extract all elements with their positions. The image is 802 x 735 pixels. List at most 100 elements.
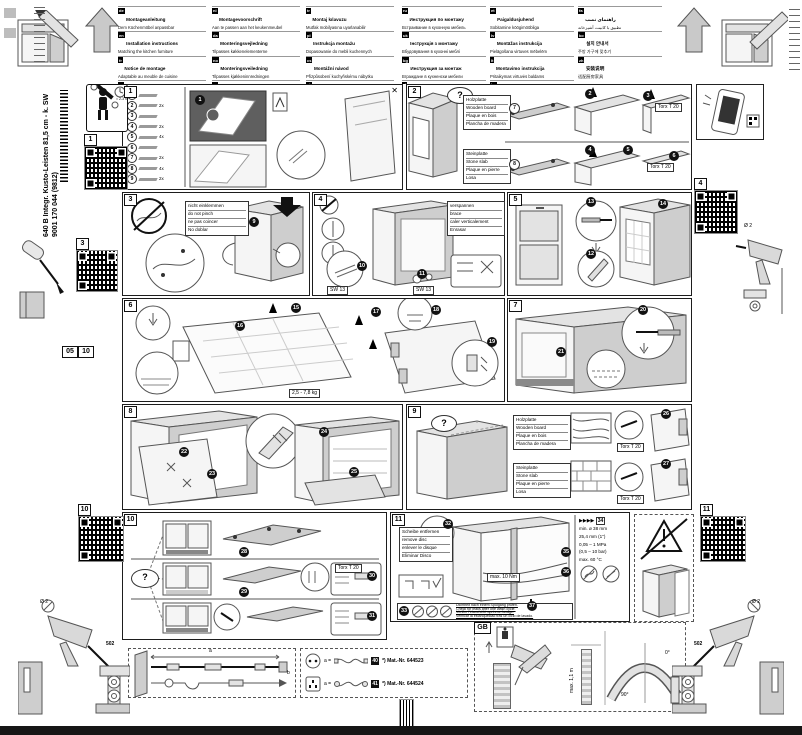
language-code-badge: no [212,57,219,64]
length-label: a = [324,680,332,687]
page-bottom-bar [0,726,802,735]
language-code-badge: lv [490,32,496,39]
legend-title: راهنمای نصب [585,16,616,22]
curved-hose-illustration [606,643,682,704]
sheet-index-chip: 05 [62,346,78,358]
language-code-badge: tr [306,7,311,14]
legend-title: Інструкція з монтажу [410,41,458,47]
language-code-badge: uk [402,32,409,39]
drill-bracket-icon [672,599,784,715]
part-callout: 18 [431,305,441,315]
print-mark [4,28,16,38]
label-line: Losa [466,174,476,180]
language-code-badge: de [118,7,125,14]
spec-line: 25,4 mm (1") [579,533,606,539]
sidebar-barcode [60,90,68,182]
panel-step-10: 10 ? [122,512,387,640]
ruler-ticks-right [789,6,800,70]
part-callout: 13 [586,197,596,207]
gb-drain-hose-box: GB max. 1,1 m 0° 90° [474,622,686,712]
label-line: No doblar [188,226,208,232]
part-sketch-icon [138,135,158,139]
label-line: Holzplatte [466,97,508,105]
step9-illustration [416,408,690,502]
legend-subtitle: Tilpasses kjøkkeninnredningen [212,74,270,80]
step8-illustration [130,410,400,506]
label-line: Eliminar Disco [402,552,432,558]
label-line: Enrasar [450,226,467,232]
corrugated-hose-stack [493,663,511,709]
part-callout: 12 [586,249,596,259]
label-line: nicht einklemmen [188,203,246,211]
legend-title: Instrukcja montażu [313,41,355,47]
step6-ill [135,299,499,395]
part-callout: 32 [443,519,453,529]
legend-subtitle: Přizpůsobení kuchyňskému nábytku [306,74,374,80]
step-number: 6 [124,300,137,312]
legend-subtitle: Mutfak mobilyasına uyarlanabilir [306,24,366,30]
print-mark [4,8,16,18]
warning-illustration [640,518,690,618]
parts-list-row: 5 4x [127,132,183,143]
legend-title: Monteringsvejledning [220,41,268,47]
label-line: Holzplatte [516,417,568,425]
gb-illustration [485,626,606,705]
panel-step-7: 7 20 21 [507,298,692,402]
screwdriver-icon [19,240,64,319]
legend-subtitle: Adaptable au meuble de cuisine [118,74,178,80]
step-number: 1 [124,86,137,98]
torx-size-label: Torx T 20 [335,564,362,573]
spec-line: 0,05 – 1 MPa [579,541,607,547]
part-callout: 21 [556,347,566,357]
language-code-badge: he [490,81,497,84]
legend-subtitle: تطبیق با کابینت آشپزخانه [578,24,622,30]
connection-specs-column: ▶▶▶▶ 34 min. ø 38 mm 25,4 mm (1") 0,05 – 1… [579,517,627,589]
language-code-badge: es [118,81,125,84]
sequence-row: ▶▶▶▶ 34 [579,517,627,525]
language-code-badge: en [118,32,125,39]
part-sketch-icon [138,156,158,160]
torx-size-label: Torx T 20 [617,443,644,452]
spec-line: min. ø 38 mm [579,526,608,531]
hose-run-schematic-box: a b [128,648,296,698]
part-callout: 35 [561,547,571,557]
leak-check-text: Dichtheit nach einem Spülgang prüfen.Che… [456,603,533,619]
extension-kits-box: a = 40 *) Mat.-Nr. 644523 a = 41 *) Mat.… [300,648,468,698]
part-quantity: 4x [159,134,164,139]
material-number: *) Mat.-Nr. 644523 [382,657,424,664]
legend-subtitle: 주방 가구에 맞추기 [578,49,612,55]
language-code-badge: lt [490,57,495,64]
legend-subtitle: Pielāgošana virtuves mēbelēm [490,49,548,55]
torx-size-label: Torx T 20 [617,495,644,504]
part-callout: 36 [561,567,571,577]
language-code-badge: cs [306,57,313,64]
part-callout: 23 [207,469,217,479]
language-code-badge: ko [578,32,585,39]
gb-section-label: GB [474,622,491,634]
wrench-size-label: SW 13 [327,286,349,295]
sheet-barcode [399,699,414,727]
language-code-badge: da [212,32,219,39]
qr-chapter-label: 3 [76,238,89,250]
supply-hose-icon [334,658,369,664]
part-callout: 29 [239,587,249,597]
step7-illustration [515,306,687,394]
legend-subtitle: Встраивание в кухонную мебель [402,24,466,30]
drill-bracket-icon [18,599,130,715]
legend-title: Montaj kılavuzu [312,16,347,22]
drain-extension-row: a = 41 *) Mat.-Nr. 644524 [305,676,424,692]
part-number: 5 [127,132,137,143]
